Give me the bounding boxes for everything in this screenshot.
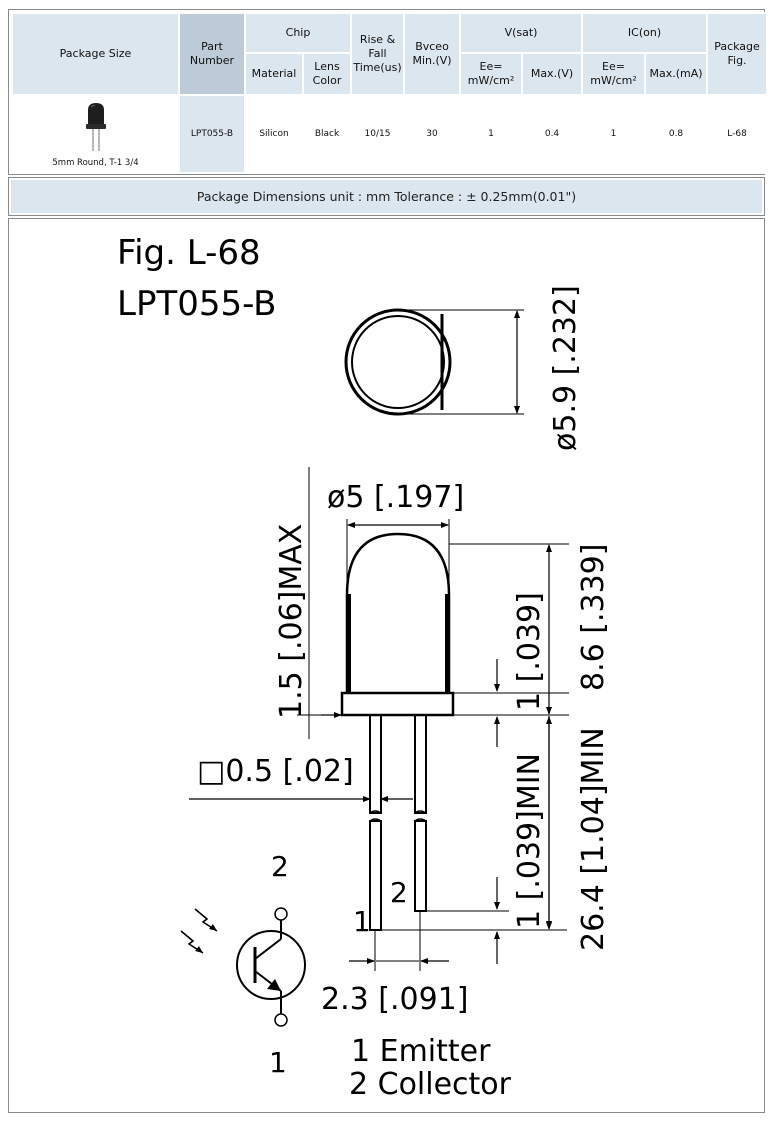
package-cell: 5mm Round, T-1 3/4	[11, 94, 180, 174]
header-package-size: Package Size	[11, 12, 180, 96]
icon-ee-value: 1	[581, 94, 647, 174]
lens-color-value: Black	[301, 94, 353, 174]
spec-table: Package Size Part Number Chip Rise & Fal…	[11, 12, 769, 174]
icon-max-value: 0.8	[644, 94, 709, 174]
header-rise-fall: Rise & Fall Time(us)	[350, 12, 406, 96]
drawing-frame	[8, 218, 765, 1113]
symbol-pin-2: 2	[271, 850, 289, 883]
dim-dia-5: ø5 [.197]	[327, 480, 464, 515]
header-vsat-ee: Ee= mW/cm²	[459, 52, 524, 96]
header-icon: IC(on)	[581, 12, 709, 54]
dim-2-3: 2.3 [.091]	[321, 982, 468, 1017]
vsat-ee-value: 1	[459, 94, 524, 174]
package-drawing: Fig. L-68 LPT055-B ø5.9 [.232] ø5 [.197]	[117, 233, 611, 1102]
header-icon-ee: Ee= mW/cm²	[581, 52, 647, 96]
bvceo-value: 30	[403, 94, 462, 174]
figure-label: Fig. L-68	[117, 233, 261, 273]
dim-26-4-min: 26.4 [1.04]MIN	[576, 727, 611, 951]
part-number-value: LPT055-B	[178, 94, 246, 174]
header-chip: Chip	[243, 12, 353, 54]
dim-1-5-max: 1.5 [.06]MAX	[274, 524, 309, 719]
rise-fall-value: 10/15	[350, 94, 406, 174]
dim-8-6: 8.6 [.339]	[576, 544, 611, 691]
phototransistor-symbol-icon	[180, 907, 306, 1027]
dim-1-min: 1 [.039]MIN	[512, 753, 547, 929]
package-size-value: 5mm Round, T-1 3/4	[52, 158, 139, 168]
symbol-pin-1: 1	[269, 1046, 287, 1079]
package-dimensions-banner: Package Dimensions unit : mm Tolerance :…	[11, 180, 762, 213]
banner-frame	[8, 177, 765, 216]
material-value: Silicon	[244, 94, 304, 174]
legend-emitter: 1 Emitter	[351, 1034, 491, 1069]
vsat-max-value: 0.4	[521, 94, 584, 174]
top-view	[344, 308, 524, 416]
dim-dia-5-9: ø5.9 [.232]	[548, 285, 583, 451]
dim-square-0-5: □0.5 [.02]	[197, 754, 354, 789]
part-label: LPT055-B	[117, 284, 277, 324]
dim-1-top: 1 [.039]	[512, 592, 547, 711]
header-material: Material	[244, 52, 304, 96]
header-part-number: Part Number	[178, 12, 246, 96]
header-lens-color: Lens Color	[301, 52, 353, 96]
side-view-body	[340, 532, 455, 717]
legend-collector: 2 Collector	[349, 1067, 512, 1102]
header-package-fig: Package Fig.	[706, 12, 769, 96]
package-fig-value: L-68	[706, 94, 769, 174]
pin-2-number: 2	[390, 876, 408, 909]
pin-1-number: 1	[353, 905, 371, 938]
header-vsat-max: Max.(V)	[521, 52, 584, 96]
header-icon-max: Max.(mA)	[644, 52, 709, 96]
header-vsat: V(sat)	[459, 12, 584, 54]
phototransistor-package-icon	[86, 103, 106, 151]
header-bvceo: Bvceo Min.(V)	[403, 12, 462, 96]
